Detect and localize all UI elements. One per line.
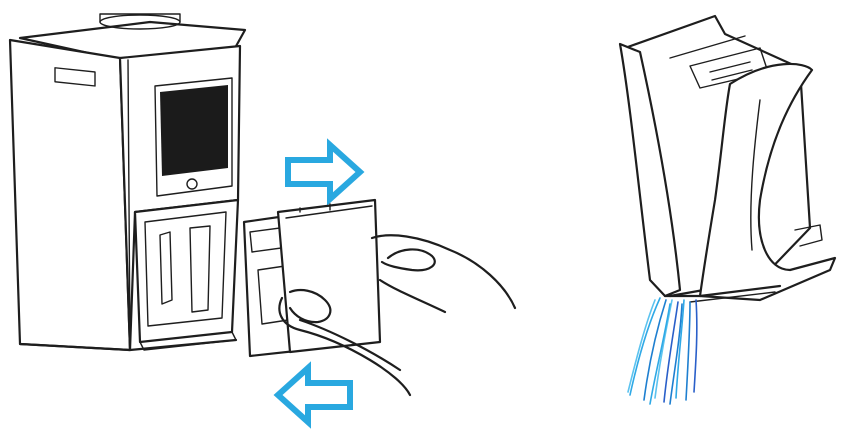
push-in-arrow xyxy=(273,361,353,429)
carry-handle xyxy=(54,67,96,87)
tank-bay xyxy=(133,198,240,351)
water-stream xyxy=(627,297,698,405)
control-button xyxy=(186,178,198,190)
tank-emptying xyxy=(618,14,837,303)
water-tank xyxy=(242,198,382,358)
dehumidifier-unit xyxy=(8,13,247,352)
air-grille xyxy=(154,77,233,197)
hands xyxy=(278,234,517,397)
pull-out-arrow xyxy=(285,138,365,206)
